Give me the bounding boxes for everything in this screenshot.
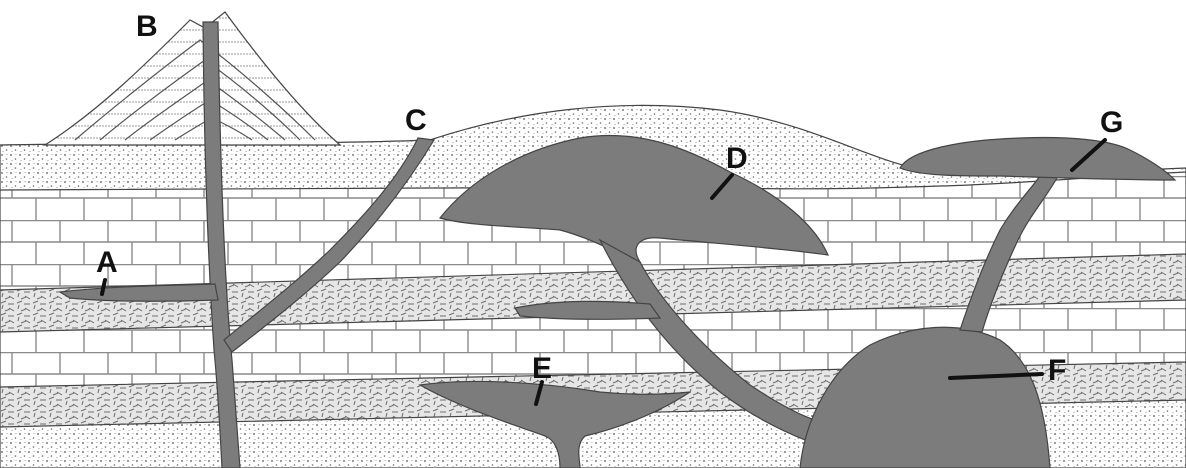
sill-middle xyxy=(515,301,660,319)
label-b: B xyxy=(136,10,158,43)
label-a: A xyxy=(96,246,118,279)
label-f: F xyxy=(1048,354,1066,387)
label-e: E xyxy=(532,352,552,385)
label-g: G xyxy=(1100,106,1123,139)
label-d: D xyxy=(726,142,748,175)
label-c: C xyxy=(405,104,427,137)
